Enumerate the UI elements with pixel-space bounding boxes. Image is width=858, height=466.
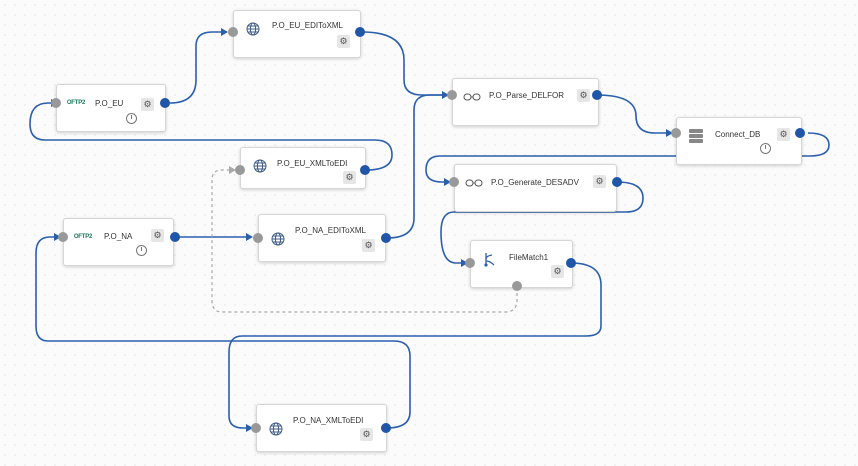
plug-icon	[463, 88, 481, 106]
node-connect-db[interactable]: Connect_DB ⚙	[676, 117, 802, 165]
input-port[interactable]	[228, 27, 238, 37]
globe-icon	[269, 230, 287, 248]
clock-icon[interactable]	[126, 113, 137, 124]
input-port[interactable]	[447, 90, 457, 100]
arrowhead	[246, 233, 253, 241]
output-port[interactable]	[360, 165, 370, 175]
branch-icon	[481, 250, 499, 268]
output-port[interactable]	[381, 423, 391, 433]
edge-na-editoxml-to-parse	[386, 94, 447, 239]
node-label: P.O_Parse_DELFOR	[489, 91, 564, 100]
output-port[interactable]	[355, 27, 365, 37]
clock-icon[interactable]	[136, 245, 147, 256]
input-port[interactable]	[671, 128, 681, 138]
globe-icon	[267, 420, 285, 438]
input-port[interactable]	[251, 423, 261, 433]
ftps-logo-icon: OFTP2	[73, 234, 93, 240]
node-po-na-xmltoedi[interactable]: P.O_NA_XMLToEDI ⚙	[256, 404, 387, 452]
gear-icon[interactable]: ⚙	[343, 171, 356, 184]
globe-icon	[244, 20, 262, 38]
node-filematch1[interactable]: FileMatch1 ⚙	[470, 240, 573, 288]
bottom-port[interactable]	[512, 281, 522, 291]
input-port[interactable]	[465, 258, 475, 268]
plug-icon	[465, 174, 483, 192]
ftps-logo-icon: OFTP2	[66, 100, 86, 106]
arrowhead	[221, 28, 228, 36]
database-icon	[687, 127, 705, 145]
gear-icon[interactable]: ⚙	[151, 229, 164, 242]
node-label: P.O_NA_XMLToEDI	[293, 416, 364, 425]
gear-icon[interactable]: ⚙	[360, 428, 373, 441]
clock-icon[interactable]	[760, 143, 771, 154]
gear-icon[interactable]: ⚙	[551, 265, 564, 278]
gear-icon[interactable]: ⚙	[577, 89, 590, 102]
input-port[interactable]	[449, 177, 459, 187]
input-port[interactable]	[51, 98, 61, 108]
input-port[interactable]	[253, 233, 263, 243]
output-port[interactable]	[612, 177, 622, 187]
node-label: P.O_EU	[95, 99, 124, 108]
input-port[interactable]	[58, 232, 68, 242]
gear-icon[interactable]: ⚙	[362, 239, 375, 252]
output-port[interactable]	[592, 90, 602, 100]
output-port[interactable]	[566, 258, 576, 268]
output-port[interactable]	[795, 128, 805, 138]
node-po-na-editoxml[interactable]: P.O_NA_EDIToXML ⚙	[258, 214, 386, 262]
node-po-eu[interactable]: OFTP2 P.O_EU ⚙	[56, 84, 166, 132]
gear-icon[interactable]: ⚙	[777, 128, 790, 141]
node-label: FileMatch1	[509, 253, 549, 262]
gear-icon[interactable]: ⚙	[337, 35, 350, 48]
edge-po-eu-to-editoxml	[169, 31, 226, 104]
node-po-generate-desadv[interactable]: P.O_Generate_DESADV ⚙	[454, 164, 617, 212]
input-port[interactable]	[235, 165, 245, 175]
node-po-na[interactable]: OFTP2 P.O_NA ⚙	[63, 218, 174, 266]
node-label: P.O_Generate_DESADV	[491, 178, 579, 187]
node-label: P.O_NA_EDIToXML	[295, 226, 366, 235]
edge-parse-to-connectdb	[596, 94, 671, 134]
node-label: P.O_NA	[104, 232, 133, 241]
edge-editoxml-to-parse	[361, 31, 447, 96]
node-label: P.O_EU_EDIToXML	[272, 21, 343, 30]
node-label: P.O_EU_XMLToEDI	[277, 159, 348, 168]
output-port[interactable]	[160, 98, 170, 108]
globe-icon	[251, 157, 269, 175]
node-label: Connect_DB	[715, 130, 761, 139]
node-po-eu-xmltoedi[interactable]: P.O_EU_XMLToEDI ⚙	[240, 147, 366, 189]
gear-icon[interactable]: ⚙	[593, 175, 606, 188]
node-po-eu-editoxml[interactable]: P.O_EU_EDIToXML ⚙	[233, 10, 361, 58]
node-po-parse-delfor[interactable]: P.O_Parse_DELFOR ⚙	[452, 78, 599, 126]
output-port[interactable]	[170, 232, 180, 242]
gear-icon[interactable]: ⚙	[141, 98, 154, 111]
output-port[interactable]	[381, 233, 391, 243]
